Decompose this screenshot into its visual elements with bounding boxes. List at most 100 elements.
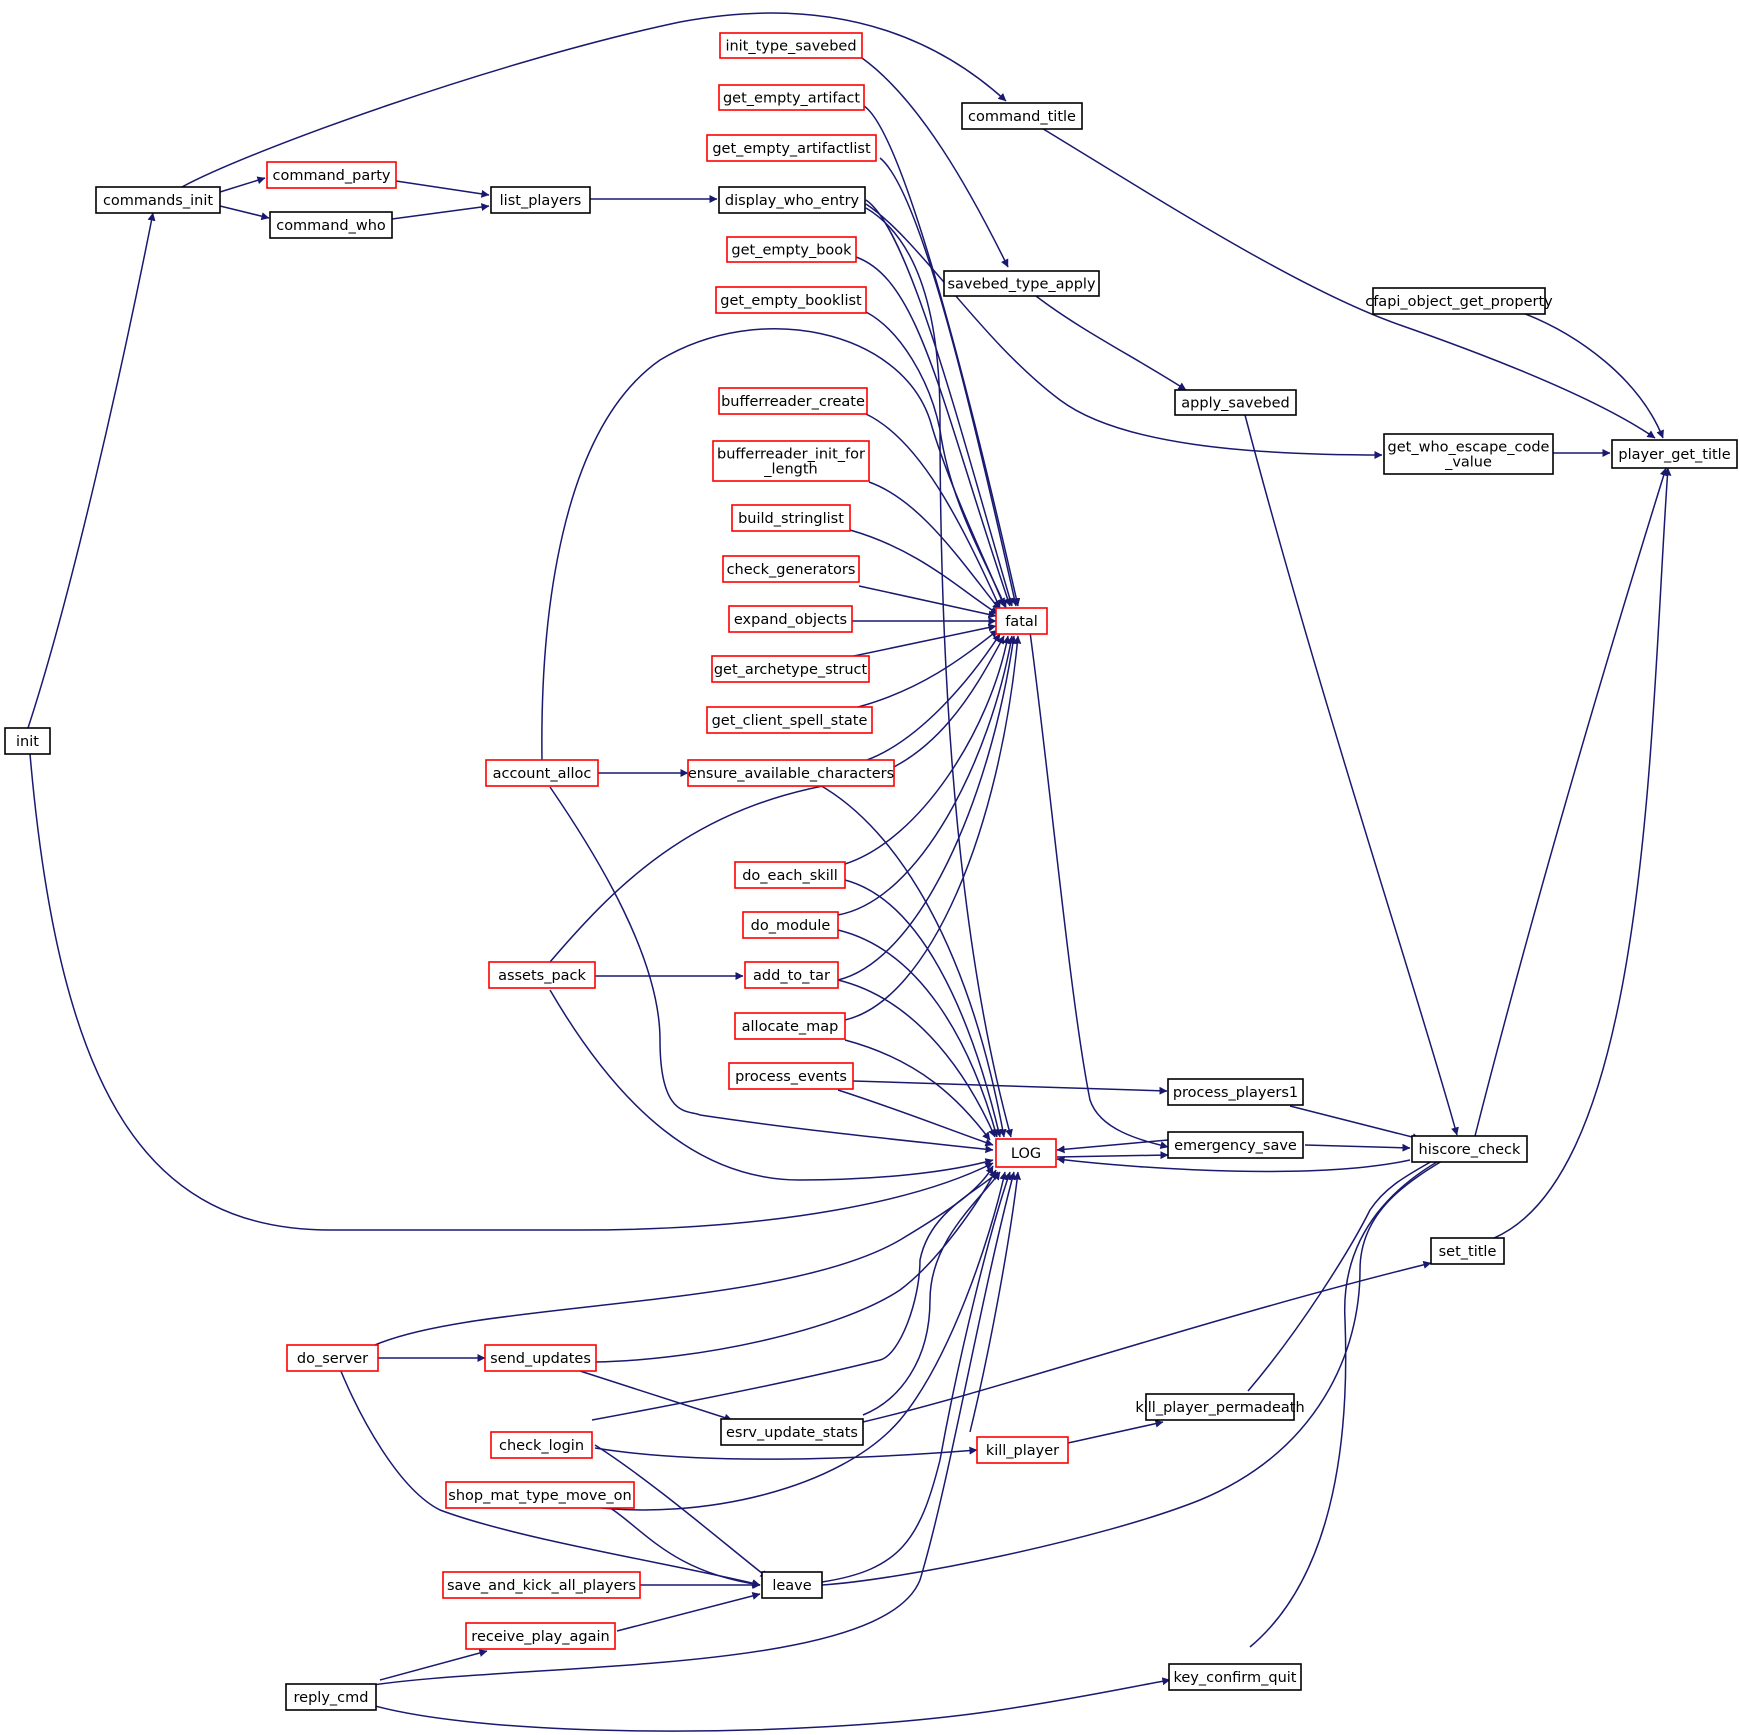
edge-build_stringlist-fatal <box>849 529 999 615</box>
edge-commands_init-command_party <box>219 176 266 193</box>
node-player-get-title[interactable]: player_get_title <box>1611 439 1738 469</box>
node-label: LOG <box>1011 1146 1041 1162</box>
node-box <box>976 1436 1069 1464</box>
node-label: get_who_escape_code <box>1388 440 1550 456</box>
node-do-server[interactable]: do_server <box>286 1344 379 1372</box>
edge-kill_player_permadeath-hiscore_check <box>1247 1149 1451 1392</box>
node-check-login[interactable]: check_login <box>490 1431 593 1459</box>
node-bufferreader-create[interactable]: bufferreader_create <box>718 387 868 415</box>
edge-do_each_skill-LOG <box>844 879 1003 1138</box>
node-label: receive_play_again <box>471 1629 609 1645</box>
node-box <box>1383 433 1554 475</box>
node-leave[interactable]: leave <box>761 1571 823 1599</box>
node-list-players[interactable]: list_players <box>490 186 591 214</box>
node-label: expand_objects <box>734 612 847 628</box>
node-account-alloc[interactable]: account_alloc <box>485 759 599 787</box>
edge-set_title-player_get_title <box>1493 467 1672 1239</box>
node-process-events[interactable]: process_events <box>728 1062 854 1090</box>
node-label: add_to_tar <box>753 968 830 984</box>
node-box <box>728 1062 854 1090</box>
edge-display_who_entry-get_who_escape_code_value <box>865 203 1383 459</box>
node-expand-objects[interactable]: expand_objects <box>728 605 853 633</box>
node-apply-savebed[interactable]: apply_savebed <box>1174 389 1297 416</box>
edge-savebed_type_apply-apply_savebed <box>1035 295 1187 391</box>
node-box <box>266 161 397 189</box>
node-command-title[interactable]: command_title <box>961 102 1083 130</box>
node-get-client-spell-state[interactable]: get_client_spell_state <box>706 706 873 734</box>
node-do-module[interactable]: do_module <box>742 911 839 939</box>
edge-leave-hiscore_check <box>821 1154 1453 1586</box>
node-box <box>286 1344 379 1372</box>
edge-cfapi_object_get_property-player_get_title <box>1522 312 1664 439</box>
node-label: bufferreader_init_for <box>717 447 865 463</box>
edge-LOG-emergency_save <box>1056 1151 1169 1160</box>
node-set-title[interactable]: set_title <box>1430 1237 1505 1265</box>
node-check-generators[interactable]: check_generators <box>722 555 860 583</box>
node-fatal[interactable]: fatal <box>995 607 1048 635</box>
edge-init-commands_init <box>27 212 156 729</box>
node-get-empty-artifact[interactable]: get_empty_artifact <box>718 84 865 111</box>
node-do-each-skill[interactable]: do_each_skill <box>734 861 846 889</box>
node-display-who-entry[interactable]: display_who_entry <box>718 186 866 214</box>
node-init[interactable]: init <box>4 727 51 755</box>
node-get-who-escape-code-value[interactable]: get_who_escape_code_value <box>1383 433 1554 475</box>
node-box <box>943 270 1100 297</box>
node-box <box>1372 287 1546 315</box>
node-box <box>95 186 221 214</box>
node-allocate-map[interactable]: allocate_map <box>734 1012 846 1040</box>
node-savebed-type-apply[interactable]: savebed_type_apply <box>943 270 1100 297</box>
node-label: get_empty_booklist <box>720 293 862 309</box>
edge-account_alloc-fatal <box>541 328 1005 762</box>
node-label: allocate_map <box>742 1019 839 1035</box>
edge-commands_init-command_title <box>181 12 1007 188</box>
node-build-stringlist[interactable]: build_stringlist <box>731 504 851 532</box>
node-assets-pack[interactable]: assets_pack <box>488 961 596 989</box>
node-box <box>720 1418 864 1446</box>
node-box <box>711 655 870 683</box>
node-get-empty-artifactlist[interactable]: get_empty_artifactlist <box>706 134 877 162</box>
node-label: get_archetype_struct <box>714 662 868 678</box>
node-box <box>1411 1135 1528 1163</box>
node-label: send_updates <box>490 1351 591 1367</box>
node-ensure-available-characters[interactable]: ensure_available_characters <box>687 759 895 787</box>
node-cfapi-object-get-property[interactable]: cfapi_object_get_property <box>1365 287 1553 315</box>
node-process-players1[interactable]: process_players1 <box>1167 1078 1304 1106</box>
node-shop-mat-type-move-on[interactable]: shop_mat_type_move_on <box>445 1481 635 1509</box>
node-esrv-update-stats[interactable]: esrv_update_stats <box>720 1418 864 1446</box>
edge-command_who-list_players <box>391 203 490 220</box>
node-add-to-tar[interactable]: add_to_tar <box>744 961 839 989</box>
node-box <box>442 1571 641 1599</box>
node-box <box>490 1431 593 1459</box>
node-label: kill_player_permadeath <box>1135 1400 1304 1416</box>
node-key-confirm-quit[interactable]: key_confirm_quit <box>1168 1663 1302 1691</box>
node-box <box>726 236 857 263</box>
node-get-empty-book[interactable]: get_empty_book <box>726 236 857 263</box>
node-reply-cmd[interactable]: reply_cmd <box>285 1683 377 1711</box>
node-save-and-kick-all-players[interactable]: save_and_kick_all_players <box>442 1571 641 1599</box>
node-commands-init[interactable]: commands_init <box>95 186 221 214</box>
node-send-updates[interactable]: send_updates <box>484 1344 597 1372</box>
node-bufferreader-init-for-length[interactable]: bufferreader_init_for_length <box>712 440 870 482</box>
node-emergency-save[interactable]: emergency_save <box>1167 1131 1304 1159</box>
node-label: command_who <box>276 218 386 234</box>
node-box <box>718 387 868 415</box>
node-hiscore-check[interactable]: hiscore_check <box>1411 1135 1528 1163</box>
edge-init-LOG <box>29 753 994 1231</box>
node-LOG[interactable]: LOG <box>995 1138 1057 1168</box>
node-receive-play-again[interactable]: receive_play_again <box>465 1622 616 1650</box>
node-box <box>1167 1131 1304 1159</box>
node-kill-player[interactable]: kill_player <box>976 1436 1069 1464</box>
node-command-party[interactable]: command_party <box>266 161 397 189</box>
node-kill-player-permadeath[interactable]: kill_player_permadeath <box>1135 1393 1305 1421</box>
edge-check_login-LOG <box>591 1171 999 1421</box>
node-get-empty-booklist[interactable]: get_empty_booklist <box>715 286 867 314</box>
node-get-archetype-struct[interactable]: get_archetype_struct <box>711 655 870 683</box>
node-label: command_party <box>273 168 391 184</box>
edge-key_confirm_quit-hiscore_check <box>1249 1151 1456 1648</box>
node-label: ensure_available_characters <box>688 766 894 782</box>
node-init-type-savebed[interactable]: init_type_savebed <box>719 32 863 59</box>
node-command-who[interactable]: command_who <box>269 211 393 239</box>
edge-get_client_spell_state-fatal <box>857 629 999 708</box>
edge-shop_mat_type_move_on-LOG <box>592 1171 1008 1511</box>
